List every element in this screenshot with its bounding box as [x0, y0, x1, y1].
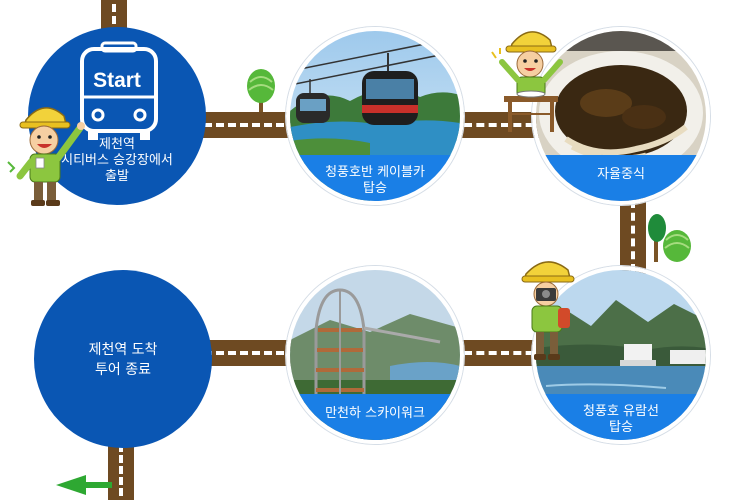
road-bottom-vertical: [108, 440, 134, 500]
start-badge: Start: [93, 69, 141, 92]
bus-icon: [80, 41, 158, 140]
step-cruise-circle: 청풍호 유람선 탑승: [532, 266, 710, 444]
step-lunch-circle: 자율중식: [532, 27, 710, 205]
step-sky-band: 만천하 스카이워크: [290, 394, 460, 440]
step-end-label: 제천역 도착 투어 종료: [88, 342, 158, 378]
step-start-label: 제천역 시티버스 승강장에서 출발: [61, 137, 173, 184]
step-cable-circle: 청풍호반 케이블카 탑승: [286, 27, 464, 205]
road-lunch-to-cruise: [620, 196, 646, 276]
step-cruise-band: 청풍호 유람선 탑승: [536, 394, 706, 440]
step-cable-band: 청풍호반 케이블카 탑승: [290, 155, 460, 201]
hiker-mascot-icon: [7, 107, 85, 206]
step-end-circle: 제천역 도착 투어 종료: [34, 270, 212, 448]
camera-mascot-icon: [521, 261, 575, 360]
arrow-left-icon: [56, 475, 112, 495]
tree-icon: [648, 214, 691, 262]
tree-icon: [247, 69, 275, 112]
road-sky-to-end: [200, 340, 300, 366]
hiker-mascot-icon: [491, 31, 563, 132]
step-sky-circle: 만천하 스카이워크: [286, 266, 464, 444]
step-lunch-band: 자율중식: [536, 155, 706, 201]
road-start-to-cable: [200, 112, 300, 138]
